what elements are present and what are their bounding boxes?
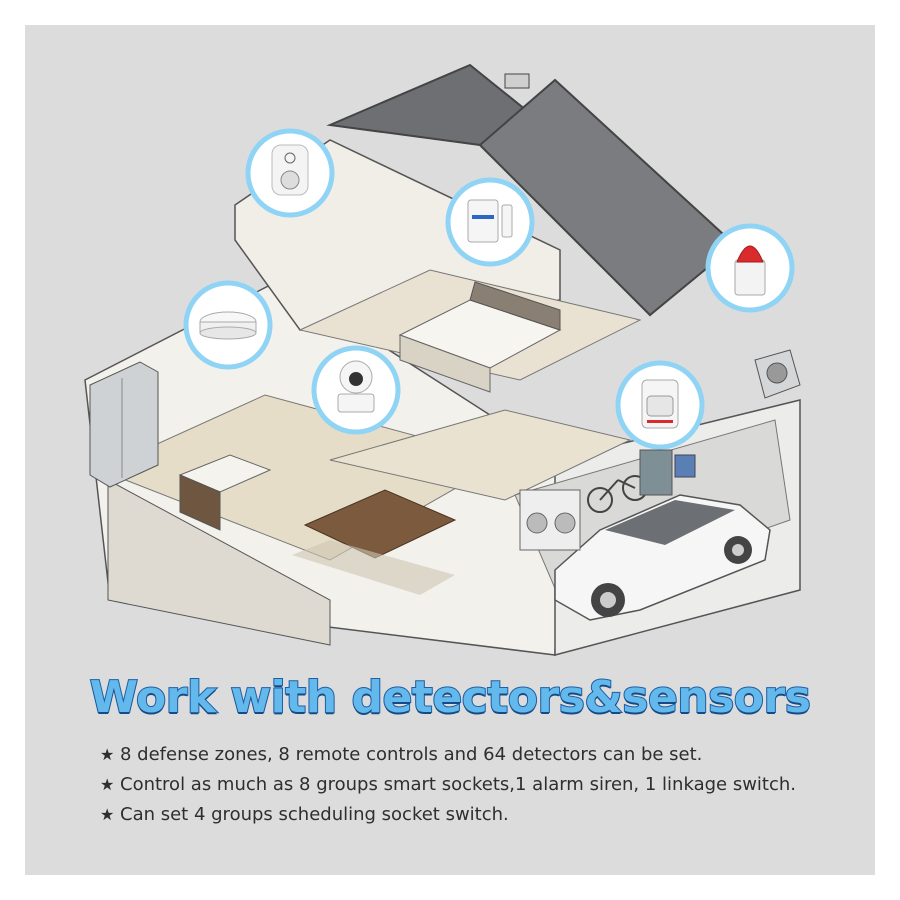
door-sensor-badge [445, 177, 535, 267]
garbage-bin [639, 449, 696, 496]
fridge [89, 361, 159, 488]
smart-socket-badge [245, 128, 335, 218]
ac-unit [754, 349, 801, 399]
headline: Work with detectors&sensors [89, 671, 812, 724]
feature-text: 8 defense zones, 8 remote controls and 6… [120, 744, 703, 765]
washing-machines [519, 489, 581, 551]
pir-motion-detector-badge [615, 360, 705, 450]
ip-camera-badge [311, 345, 401, 435]
siren-badge [705, 223, 795, 313]
star-icon: ★ [100, 775, 115, 794]
roof [326, 63, 737, 317]
feature-item: ★ Control as much as 8 groups smart sock… [100, 770, 860, 800]
feature-item: ★ Can set 4 groups scheduling socket swi… [100, 800, 860, 830]
star-icon: ★ [100, 805, 115, 824]
house-illustration [84, 63, 801, 656]
dining-table [292, 489, 457, 595]
bed [398, 281, 562, 393]
feature-item: ★ 8 defense zones, 8 remote controls and… [100, 740, 860, 770]
feature-list: ★ 8 defense zones, 8 remote controls and… [100, 740, 860, 830]
smoke-detector-badge [183, 280, 273, 370]
star-icon: ★ [100, 745, 115, 764]
feature-text: Control as much as 8 groups smart socket… [120, 774, 797, 795]
feature-text: Can set 4 groups scheduling socket switc… [120, 804, 509, 825]
car [554, 494, 771, 621]
kitchen-island [178, 454, 272, 531]
